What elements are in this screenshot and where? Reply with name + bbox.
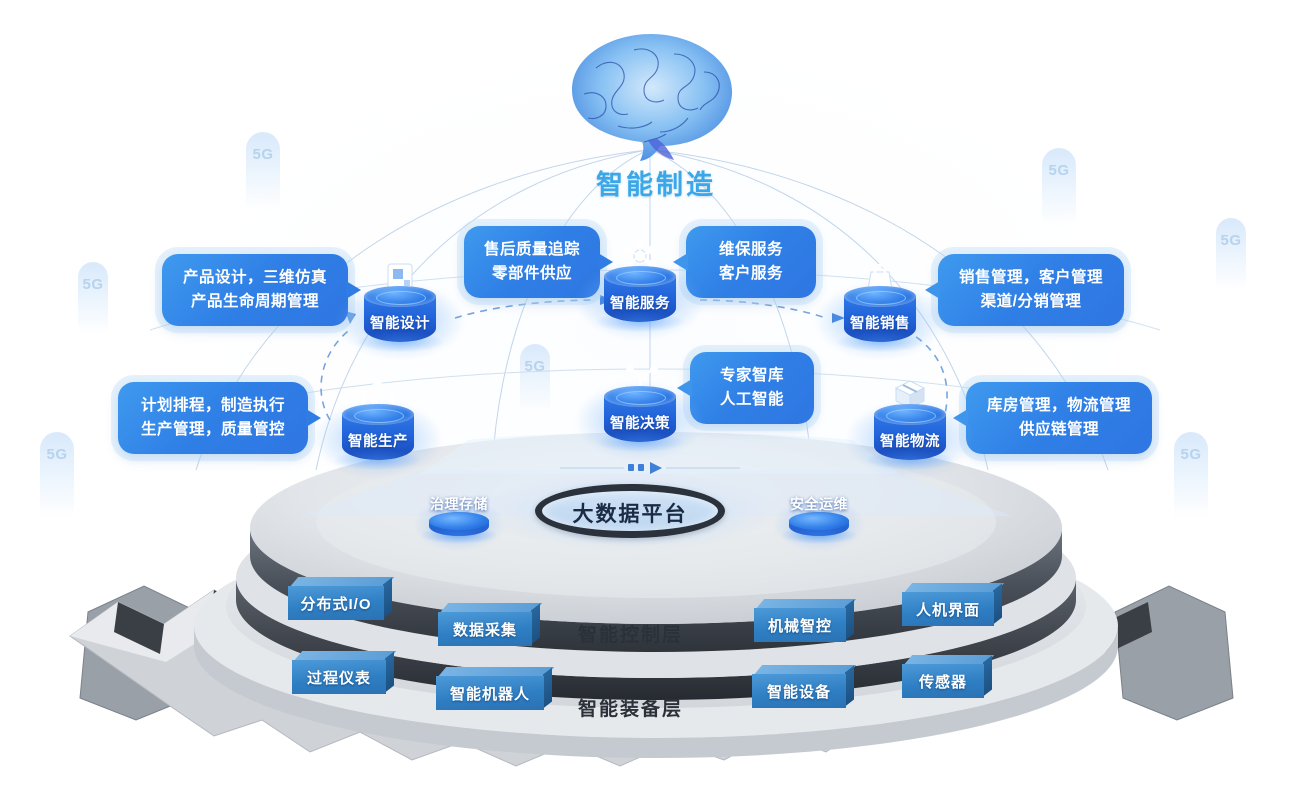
node-base-glow xyxy=(356,332,444,352)
node-base-glow xyxy=(866,450,954,470)
node-label: 智能服务 xyxy=(610,296,670,312)
platform-button-security-ops[interactable]: 安全运维 xyxy=(772,492,866,552)
shopping-bag-icon xyxy=(858,260,902,294)
design-callout[interactable]: 产品设计，三维仿真产品生命周期管理 xyxy=(162,254,361,327)
layer-caption-control-layer: 智能控制层 xyxy=(578,625,684,646)
tile-side-face xyxy=(531,603,540,645)
tile-smart-equipment[interactable]: 智能设备 xyxy=(752,665,857,708)
tile-label: 分布式I/O xyxy=(288,586,384,620)
callout-line: 产品生命周期管理 xyxy=(190,293,319,311)
callout-line: 渠道/分销管理 xyxy=(980,293,1082,311)
maintenance-callout[interactable]: 维保服务客户服务 xyxy=(673,226,816,299)
button-label: 治理存储 xyxy=(430,496,488,512)
production-callout[interactable]: 计划排程，制造执行生产管理，质量管控 xyxy=(118,382,321,455)
callout-line: 供应链管理 xyxy=(1018,421,1099,439)
brain-icon xyxy=(556,28,746,163)
callout-line: 库房管理，物流管理 xyxy=(986,397,1131,414)
node-label: 智能销售 xyxy=(850,316,910,332)
watermark-5g: 5G xyxy=(1042,148,1076,226)
sales-callout[interactable]: 销售管理，客户管理渠道/分销管理 xyxy=(925,254,1124,327)
watermark-5g: 5G xyxy=(246,132,280,210)
tile-label: 智能设备 xyxy=(752,674,846,708)
node-smart-logistics[interactable]: 智能物流 xyxy=(848,380,972,476)
tile-side-face xyxy=(383,577,392,619)
tile-side-face xyxy=(385,651,394,693)
tile-hmi[interactable]: 人机界面 xyxy=(902,583,1005,626)
node-base-glow xyxy=(596,312,684,332)
node-smart-service[interactable]: 智能服务 xyxy=(578,240,702,338)
watermark-5g: 5G xyxy=(1174,432,1208,518)
callout-line: 产品设计，三维仿真 xyxy=(182,269,327,286)
watermark-5g: 5G xyxy=(78,262,108,334)
node-ring xyxy=(886,409,936,423)
big-data-platform-label: 大数据平台 xyxy=(572,503,688,526)
callout-line: 维保服务 xyxy=(718,241,783,258)
node-smart-design[interactable]: 智能设计 xyxy=(338,262,462,358)
callout-line: 零部件供应 xyxy=(491,265,572,283)
watermark-5g: 5G xyxy=(1216,218,1246,290)
node-ring xyxy=(376,291,426,305)
node-label: 智能物流 xyxy=(880,434,940,450)
service-callout[interactable]: 售后质量追踪零部件供应 xyxy=(464,226,613,299)
node-base-glow xyxy=(596,432,684,452)
button-top xyxy=(789,512,849,530)
tile-side-face xyxy=(543,667,552,709)
node-label: 智能决策 xyxy=(610,416,670,432)
button-base-glow xyxy=(421,526,497,544)
node-base-glow xyxy=(334,450,422,470)
callout-line: 计划排程，制造执行 xyxy=(140,397,285,414)
callout-line: 专家智库 xyxy=(719,367,784,384)
node-label: 智能设计 xyxy=(370,316,430,332)
node-smart-decision[interactable]: 智能决策 xyxy=(578,362,702,458)
tile-label: 人机界面 xyxy=(902,592,994,626)
callout-line: 生产管理，质量管控 xyxy=(140,421,285,439)
tile-distributed-io[interactable]: 分布式I/O xyxy=(288,577,395,620)
node-ring xyxy=(616,271,666,285)
tile-side-face xyxy=(845,599,854,641)
tile-machine-control[interactable]: 机械智控 xyxy=(754,599,857,642)
tile-sensor[interactable]: 传感器 xyxy=(902,655,995,698)
tile-side-face xyxy=(993,583,1002,625)
tile-label: 智能机器人 xyxy=(436,676,544,710)
tile-data-collection[interactable]: 数据采集 xyxy=(438,603,543,646)
tile-label: 传感器 xyxy=(902,664,984,698)
callout-line: 客户服务 xyxy=(718,265,783,283)
tile-label: 机械智控 xyxy=(754,608,846,642)
logistics-callout[interactable]: 库房管理，物流管理供应链管理 xyxy=(953,382,1152,455)
watermark-5g: 5G xyxy=(40,432,74,518)
node-label: 智能生产 xyxy=(348,434,408,450)
platform-button-governance-storage[interactable]: 治理存储 xyxy=(412,492,506,552)
node-ring xyxy=(856,291,906,305)
tile-label: 过程仪表 xyxy=(292,660,386,694)
node-base-glow xyxy=(836,332,924,352)
button-top xyxy=(429,512,489,530)
node-smart-production[interactable]: 智能生产 xyxy=(316,380,440,476)
big-data-platform[interactable]: 大数据平台 xyxy=(535,484,725,538)
callout-line: 销售管理，客户管理 xyxy=(958,269,1103,286)
tile-process-instruments[interactable]: 过程仪表 xyxy=(292,651,397,694)
tile-side-face xyxy=(845,665,854,707)
layer-caption-equipment-layer: 智能装备层 xyxy=(578,699,684,720)
button-base-glow xyxy=(781,526,857,544)
decision-callout[interactable]: 专家智库人工智能 xyxy=(677,352,814,425)
callout-line: 人工智能 xyxy=(719,391,784,409)
node-ring xyxy=(616,391,666,405)
watermark-5g: 5G xyxy=(520,344,550,410)
tile-side-face xyxy=(983,655,992,697)
tile-label: 数据采集 xyxy=(438,612,532,646)
button-label: 安全运维 xyxy=(790,496,848,512)
callout-line: 售后质量追踪 xyxy=(483,241,580,258)
brain-label: 智能制造 xyxy=(596,170,716,200)
tile-smart-robot[interactable]: 智能机器人 xyxy=(436,667,555,710)
big-data-platform-ring xyxy=(535,484,725,538)
node-ring xyxy=(354,409,404,423)
node-smart-sales[interactable]: 智能销售 xyxy=(818,260,942,358)
